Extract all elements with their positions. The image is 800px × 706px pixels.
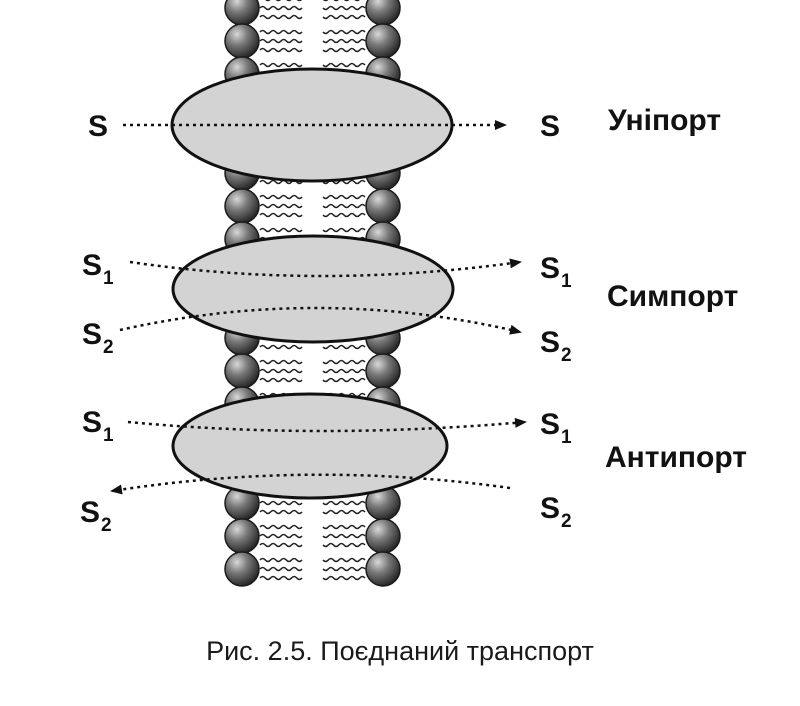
- uniport-s-left: S: [88, 110, 108, 143]
- lipid-tail: [322, 359, 366, 365]
- antiport-title: Антипорт: [605, 441, 747, 474]
- antiport-s2-arrow: [110, 473, 511, 495]
- lipid-tail: [259, 533, 303, 539]
- lipid-tail: [259, 194, 303, 200]
- lipid-tail: [322, 524, 366, 530]
- figure-caption: Рис. 2.5. Поєднаний транспорт: [206, 636, 594, 666]
- lipid-head: [224, 23, 260, 59]
- lipid-head: [224, 0, 260, 26]
- lipid-tail: [259, 557, 303, 563]
- lipid-tail: [259, 359, 303, 365]
- lipid-tail: [259, 542, 303, 548]
- symport-s1-arrow: [129, 258, 522, 278]
- lipid-head: [224, 188, 260, 224]
- antiport-s2-left: S2: [80, 496, 112, 536]
- lipid-tail: [322, 368, 366, 374]
- lipid-tail: [322, 575, 366, 581]
- lipid-tail: [259, 344, 303, 350]
- lipid-tail: [259, 47, 303, 53]
- lipid-tail: [322, 194, 366, 200]
- lipid-tail: [259, 566, 303, 572]
- lipid-tail: [259, 29, 303, 35]
- lipid-tail: [322, 542, 366, 548]
- antiport-s1-arrow: [127, 417, 527, 433]
- lipid-head: [224, 551, 260, 587]
- lipid-head: [365, 23, 401, 59]
- lipid-tail: [322, 344, 366, 350]
- lipid-tail: [259, 38, 303, 44]
- lipid-tail: [322, 566, 366, 572]
- lipid-tail: [322, 0, 360, 2]
- lipid-tail: [322, 203, 366, 209]
- lipid-head: [365, 518, 401, 554]
- lipid-tail: [322, 14, 366, 20]
- lipid-tail: [259, 14, 303, 20]
- lipid-tail: [322, 533, 366, 539]
- lipid-head: [365, 551, 401, 587]
- lipid-tail: [322, 47, 366, 53]
- antiport-s1-right: S1: [540, 408, 572, 448]
- lipid-tail: [259, 212, 303, 218]
- symport-s1-left: S1: [82, 249, 114, 289]
- lipid-tail: [259, 62, 303, 68]
- lipid-head: [365, 353, 401, 389]
- lipid-tail: [322, 557, 366, 563]
- lipid-tail: [259, 524, 303, 530]
- lipid-tail: [322, 377, 366, 383]
- symport-protein: [171, 234, 455, 344]
- lipid-tail: [259, 575, 303, 581]
- symport-s1-right: S1: [540, 252, 572, 292]
- lipid-tail: [322, 500, 366, 506]
- antiport-s2-right: S2: [540, 492, 572, 532]
- lipid-tail: [322, 212, 366, 218]
- lipid-tail: [259, 227, 303, 233]
- lipid-tail: [259, 368, 303, 374]
- lipid-head: [365, 188, 401, 224]
- lipid-tail: [259, 377, 303, 383]
- lipid-tail: [259, 5, 303, 11]
- symport-s2-right: S2: [540, 326, 572, 366]
- lipid-tail: [322, 5, 366, 11]
- antiport-s1-left: S1: [82, 406, 114, 446]
- lipid-head: [224, 353, 260, 389]
- lipid-tail: [259, 500, 303, 506]
- antiport-protein: [171, 392, 449, 500]
- symport-title: Симпорт: [607, 280, 738, 313]
- lipid-tail: [322, 227, 366, 233]
- lipid-tail: [322, 509, 366, 515]
- lipid-head: [365, 0, 401, 26]
- uniport-title: Уніпорт: [608, 104, 721, 137]
- lipid-tail: [322, 29, 366, 35]
- uniport-s-right: S: [540, 110, 560, 143]
- lipid-tail: [265, 0, 303, 2]
- lipid-head: [224, 518, 260, 554]
- lipid-tail: [322, 62, 366, 68]
- symport-s2-left: S2: [82, 318, 114, 358]
- lipid-tail: [322, 38, 366, 44]
- lipid-tail: [259, 203, 303, 209]
- lipid-tail: [259, 509, 303, 515]
